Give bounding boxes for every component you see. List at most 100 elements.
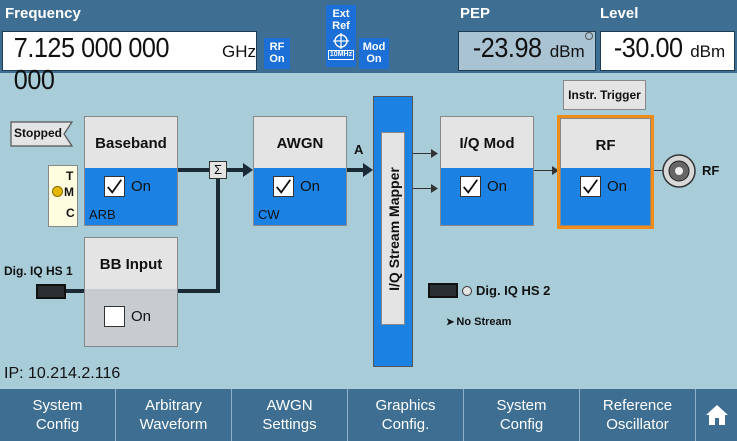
no-stream-label: No Stream [456,316,512,328]
awgn-title: AWGN [276,134,324,152]
tmc-trigger-marker-clock[interactable]: T M C [48,165,78,227]
iq-mod-checkbox[interactable] [460,176,481,197]
frequency-value: 7.125 000 000 000 [13,32,170,95]
softkey-line1: Reference [602,397,673,414]
pep-label: PEP [460,5,491,22]
bb-input-checkbox[interactable] [104,306,125,327]
awgn-sub-label: CW [258,207,280,222]
header-bar: Frequency 7.125 000 000 000 GHz RF On Ex… [0,0,737,95]
baseband-block[interactable]: Baseband On ARB [84,116,178,226]
dig-iq-hs1-label: Dig. IQ HS 1 [4,264,73,278]
baseband-out-line [178,168,210,172]
rf-out-line [654,170,664,171]
softkey-line1: Arbitrary [145,397,202,414]
softkey-line2: Config. [381,416,430,433]
iq-stream-mapper-label: I/Q Stream Mapper [386,167,402,291]
sum-out-line [227,168,245,172]
arrow-right-icon [431,149,438,158]
awgn-block[interactable]: AWGN On CW [253,116,347,226]
iq-stream-mapper-panel [381,132,405,325]
dig-iq-hs2-port-icon [462,286,472,296]
softkey-bar: System Config Arbitrary Waveform AWGN Se… [0,389,737,441]
no-stream-indicator: ➤ No Stream [446,316,511,328]
softkey-line1: System [32,397,83,414]
checkbox-checked-icon [276,179,292,194]
arrow-right-icon [243,163,253,177]
ext-ref-line1: Ext [332,8,350,20]
rf-checkbox[interactable] [580,176,601,197]
rf-on-line1: RF [269,41,285,53]
baseband-checkbox[interactable] [104,176,125,197]
rf-on-line2: On [269,53,285,65]
home-button[interactable] [696,389,737,441]
baseband-body: On ARB [85,168,177,225]
digital-iq-connector-icon[interactable] [36,284,66,299]
crosshair-icon [333,33,349,49]
softkey-line2: Waveform [139,416,208,433]
softkey-line1: System [496,397,547,414]
summation-node: Σ [209,161,227,179]
mod-on-line1: Mod [362,41,386,53]
mapper-out-line-2 [413,188,433,189]
awgn-out-line [347,168,365,172]
arrow-right-icon [431,184,438,193]
status-led-icon [52,186,63,197]
softkey-awgn-settings[interactable]: AWGN Settings [232,389,348,441]
tmc-t-label: T [66,169,74,183]
softkey-arbitrary-waveform[interactable]: Arbitrary Waveform [116,389,232,441]
softkey-graphics-config[interactable]: Graphics Config. [348,389,464,441]
arrow-right-icon [363,163,373,177]
bb-input-up-line [216,178,220,293]
level-label: Level [600,5,639,22]
rf-on-button[interactable]: RF On [264,38,290,69]
iq-mod-on-label: On [487,178,508,195]
rf-connector-icon[interactable] [662,154,696,188]
iq-mod-block[interactable]: I/Q Mod On [440,116,534,226]
ip-address: IP: 10.214.2.116 [4,365,121,382]
level-unit: dBm [690,42,726,61]
softkey-line2: Settings [262,416,317,433]
instr-trigger-button[interactable]: Instr. Trigger [563,80,646,110]
rf-title: RF [595,136,616,154]
stream-a-label: A [354,142,364,157]
iq-mod-body: On [441,168,533,225]
softkey-line2: Config [35,416,80,433]
pep-field: -23.98 dBm [458,31,596,71]
stopped-label: Stopped [14,126,62,140]
frequency-label: Frequency [5,5,81,22]
mapper-out-line-1 [413,153,433,154]
softkey-reference-oscillator[interactable]: Reference Oscillator [580,389,696,441]
stopped-status[interactable]: Stopped [10,121,73,147]
pep-indicator-icon [585,32,593,40]
frequency-unit: GHz [222,42,256,61]
digital-iq-connector-icon[interactable] [428,283,458,298]
stopped-tag-shape [10,121,73,147]
checkbox-unchecked-icon [105,307,124,326]
bb-input-block[interactable]: BB Input On [84,237,178,347]
ext-ref-line2: Ref [332,20,350,32]
softkey-system-config-2[interactable]: System Config [464,389,580,441]
rf-body: On [561,168,650,225]
softkey-line2: Oscillator [606,416,669,433]
iq-mod-out-line [534,170,554,171]
baseband-on-label: On [131,178,152,195]
level-value: -30.00 [613,32,683,63]
level-field[interactable]: -30.00 dBm [600,31,735,71]
frequency-field[interactable]: 7.125 000 000 000 GHz [2,31,257,95]
checkbox-checked-icon [107,179,123,194]
rf-on-label: On [607,178,628,195]
dig-iq-hs1-line [66,289,84,293]
bb-input-on-label: On [131,308,152,325]
awgn-on-label: On [300,178,321,195]
rf-out-label: RF [702,163,720,178]
ext-ref-button[interactable]: Ext Ref 10MHz [326,5,356,67]
mod-on-button[interactable]: Mod On [359,38,389,69]
ext-ref-badge: 10MHz [328,50,354,60]
iq-stream-mapper[interactable]: I/Q Stream Mapper [373,96,413,367]
softkey-system-config-1[interactable]: System Config [0,389,116,441]
tmc-c-label: C [66,206,75,220]
pep-value: -23.98 [473,32,542,63]
dig-iq-hs2-label: Dig. IQ HS 2 [476,283,551,298]
rf-block[interactable]: RF On [560,118,651,226]
awgn-checkbox[interactable] [273,176,294,197]
